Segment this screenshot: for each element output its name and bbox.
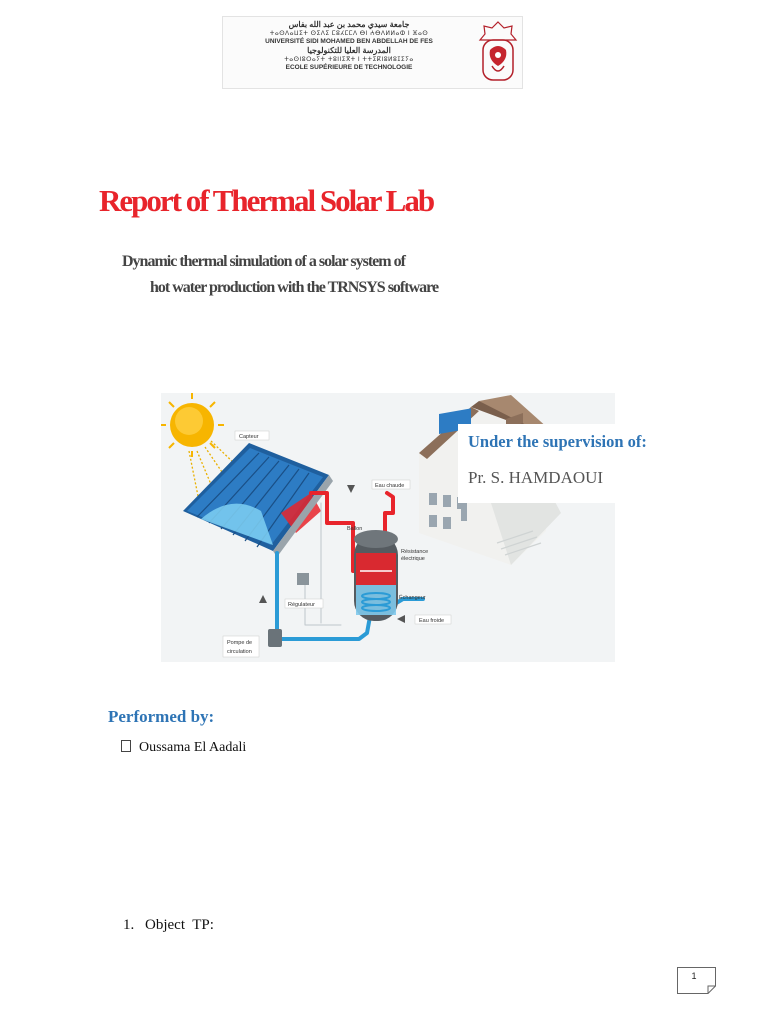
header-university-name: UNIVERSITÉ SIDI MOHAMED BEN ABDELLAH DE … xyxy=(265,38,433,45)
label-regulateur: Régulateur xyxy=(288,602,315,608)
header-tifinagh-school: ⵜⴰⵙⵏⵓⵔⴰⵢⵜ ⵜⵓⵏⵏⵉⴳⵜ ⵏ ⵜⵜⵉⴽⵏⵓⵍⵓⵊⵉⵢⴰ xyxy=(284,57,414,63)
regulator-box xyxy=(297,573,309,585)
author-list-item: Oussama El Aadali xyxy=(121,740,246,756)
supervision-heading: Under the supervision of: xyxy=(468,432,647,451)
university-crest-logo xyxy=(478,21,518,81)
label-pompe-2: circulation xyxy=(227,649,252,655)
supervision-box: Under the supervision of: Pr. S. HAMDAOU… xyxy=(458,424,683,503)
performed-by-heading: Performed by: xyxy=(108,707,215,726)
report-subtitle-line-1: Dynamic thermal simulation of a solar sy… xyxy=(122,253,406,270)
section-number: 1. xyxy=(123,917,135,933)
report-title: Report of Thermal Solar Lab xyxy=(99,183,435,218)
label-resistance-1: Résistance xyxy=(401,549,428,555)
label-echangeur: Échangeur xyxy=(399,594,426,601)
label-ballon: Ballon xyxy=(347,526,362,532)
supervisor-name: Pr. S. HAMDAOUI xyxy=(468,468,604,487)
header-school-name: ECOLE SUPÉRIEURE DE TECHNOLOGIE xyxy=(285,64,413,71)
label-resistance-2: électrique xyxy=(401,556,425,562)
university-header-banner: جامعة سيدي محمد بن عبد الله بفاس ⵜⴰⵙⴷⴰⵡⵉ… xyxy=(222,16,523,89)
report-subtitle-line-2: hot water production with the TRNSYS sof… xyxy=(150,279,439,296)
storage-tank xyxy=(354,530,398,621)
label-eau-chaude: Eau chaude xyxy=(375,483,404,489)
label-pompe-1: Pompe de xyxy=(227,640,252,646)
author-name: Oussama El Aadali xyxy=(139,740,247,755)
header-tifinagh-university: ⵜⴰⵙⴷⴰⵡⵉⵜ ⵙⵉⴷⵉ ⵎⵓⵃⵎⵎⴷ ⴱⵏ ⵄⴱⴷⵍⵍⴰⵀ ⵏ ⴼⴰⵙ xyxy=(269,31,429,37)
section-heading-object-tp: Object TP: xyxy=(145,917,214,933)
solar-collector-panel xyxy=(183,443,333,557)
header-arabic-university: جامعة سيدي محمد بن عبد الله بفاس xyxy=(288,20,410,29)
label-eau-froide: Eau froide xyxy=(419,618,444,624)
diagram-labels: Capteur Eau chaude Ballon Résistance éle… xyxy=(222,430,452,658)
label-capteur: Capteur xyxy=(239,434,259,440)
page-number: 1 xyxy=(691,971,697,981)
sun-icon xyxy=(160,393,224,457)
header-arabic-school: المدرسة العليا للتكنولوجيا xyxy=(307,46,391,55)
bullet-box-icon xyxy=(121,740,131,752)
page-number-box: 1 xyxy=(677,967,717,994)
circulation-pump xyxy=(268,629,282,647)
